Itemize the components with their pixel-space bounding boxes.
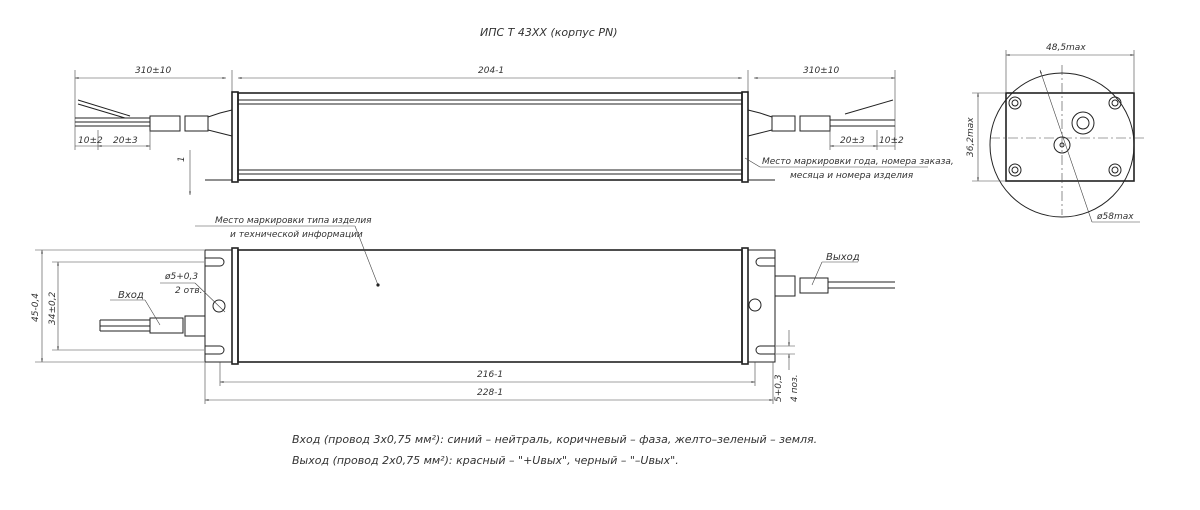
input-label: Вход [118, 290, 144, 301]
dim-slot-positions: 4 поз. [790, 374, 800, 402]
marking-note-type-1: Место маркировки типа изделия [215, 216, 372, 226]
marking-note-date-2: месяца и номера изделия [790, 171, 914, 181]
hole-count: 2 отв. [175, 286, 203, 296]
dim-left-wire: 310±10 [135, 66, 171, 76]
dim-sleeve-right: 20±3 [840, 136, 865, 146]
dim-strip-left: 10±2 [78, 136, 103, 146]
hole-dimension: ø5+0,3 [164, 272, 198, 282]
output-label: Выход [826, 252, 860, 263]
dim-body-length: 204-1 [478, 66, 504, 76]
dim-sleeve-left: 20±3 [113, 136, 138, 146]
marking-note-date-1: Место маркировки года, номера заказа, [762, 157, 954, 167]
marking-note-type-2: и технической информации [230, 230, 363, 240]
dim-slot: 5+0,3 [774, 374, 784, 402]
dim-length-holes: 216-1 [477, 370, 503, 380]
dim-end-height: 36,2max [966, 117, 976, 157]
dim-end-width: 48,5max [1046, 43, 1086, 53]
dim-strip-right: 10±2 [879, 136, 904, 146]
dim-right-wire: 310±10 [803, 66, 839, 76]
dim-height-holes: 34±0,2 [48, 291, 58, 325]
end-view: 48,5max 36,2max ø58max [966, 43, 1145, 223]
drawing-title: ИПС Т 43ХХ (корпус PN) [480, 26, 618, 39]
dim-length-total: 228-1 [477, 388, 503, 398]
dim-end-diameter: ø58max [1096, 212, 1134, 222]
dim-height-total: 45-0,4 [31, 293, 41, 322]
top-view: 310±10 204-1 310±10 10±2 20±3 1 [74, 66, 954, 195]
note-input-wiring: Вход (провод 3х0,75 мм²): синий – нейтра… [292, 433, 817, 446]
dim-flange: 1 [177, 156, 187, 162]
bottom-view: Вход Выход Место маркировки типа изделия… [31, 216, 895, 404]
note-output-wiring: Выход (провод 2х0,75 мм²): красный – "+U… [292, 454, 679, 467]
